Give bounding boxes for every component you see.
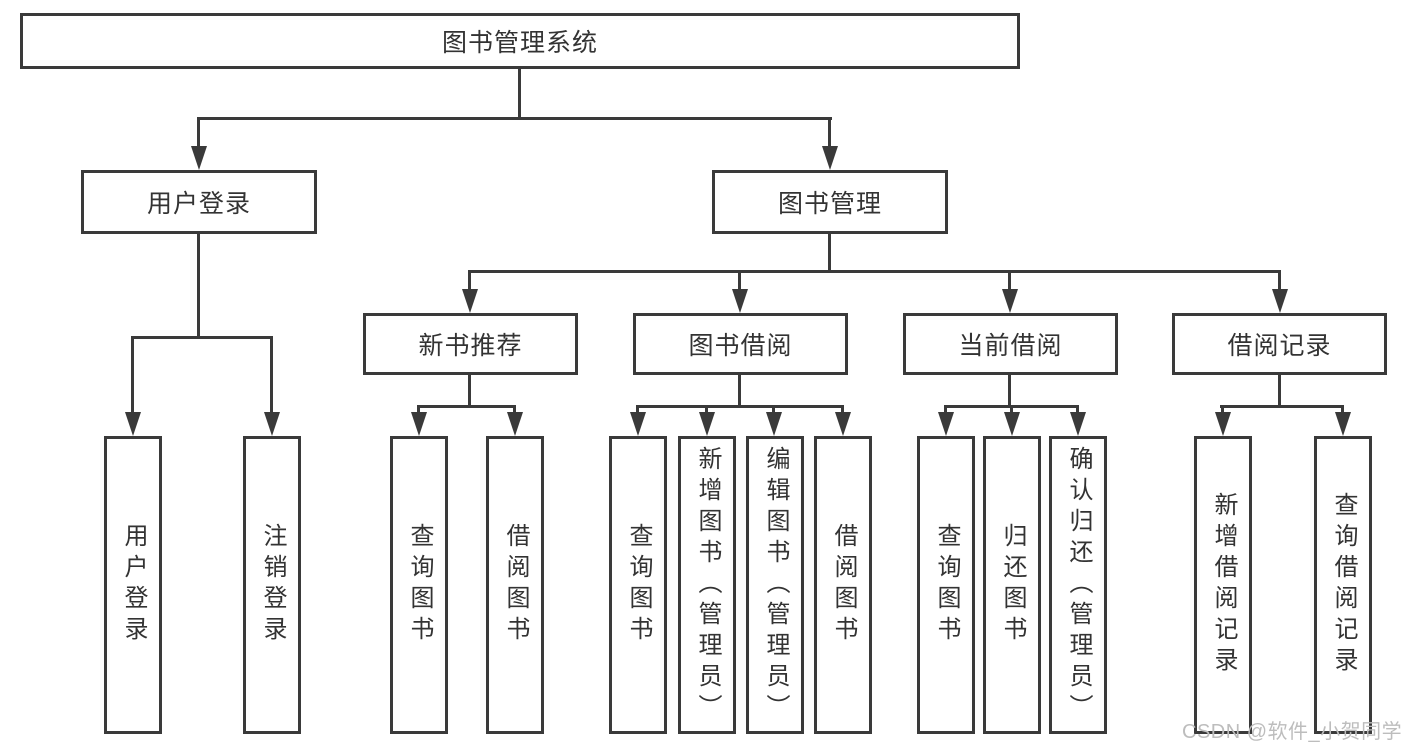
arrow-down-icon <box>1272 289 1288 313</box>
connector-line <box>772 405 775 414</box>
arrow-down-icon <box>1215 412 1231 436</box>
leaf-label: 归还图书 <box>999 523 1026 647</box>
node-borrowing-records: 借阅记录 <box>1172 313 1387 375</box>
leaf-recommend-query-books: 查询图书 <box>390 436 448 734</box>
arrow-down-icon <box>125 412 141 436</box>
connector-line <box>1076 405 1079 414</box>
leaf-label: 借阅图书 <box>830 523 857 647</box>
node-book-management: 图书管理 <box>712 170 948 234</box>
connector-line <box>828 117 831 148</box>
connector-line <box>131 336 273 339</box>
arrow-down-icon <box>507 412 523 436</box>
leaf-borrow-borrow-books: 借阅图书 <box>814 436 872 734</box>
arrow-down-icon <box>1070 412 1086 436</box>
arrow-down-icon <box>1335 412 1351 436</box>
arrow-down-icon <box>732 289 748 313</box>
connector-line <box>636 405 844 408</box>
node-user-login: 用户登录 <box>81 170 317 234</box>
leaf-label: 查询图书 <box>625 523 652 647</box>
leaf-logout: 注销登录 <box>243 436 301 734</box>
arrow-down-icon <box>411 412 427 436</box>
node-book-borrowing: 图书借阅 <box>633 313 848 375</box>
leaf-label: 确认归还（管理员） <box>1065 445 1092 725</box>
arrow-down-icon <box>462 289 478 313</box>
arrow-down-icon <box>630 412 646 436</box>
connector-line <box>1008 375 1011 406</box>
leaf-records-query-borrow-record: 查询借阅记录 <box>1314 436 1372 734</box>
leaf-borrow-add-book-admin: 新增图书（管理员） <box>678 436 736 734</box>
leaf-borrow-edit-book-admin: 编辑图书（管理员） <box>746 436 804 734</box>
connector-line <box>131 336 134 414</box>
connector-line <box>197 234 200 336</box>
connector-line <box>417 405 516 408</box>
leaf-current-confirm-return-admin: 确认归还（管理员） <box>1049 436 1107 734</box>
connector-line <box>468 270 1281 273</box>
connector-line <box>1278 270 1281 291</box>
node-new-book-recommendation: 新书推荐 <box>363 313 578 375</box>
leaf-borrow-query-books: 查询图书 <box>609 436 667 734</box>
arrow-down-icon <box>699 412 715 436</box>
connector-line <box>738 270 741 291</box>
connector-line <box>1010 405 1013 414</box>
node-library-system: 图书管理系统 <box>20 13 1020 69</box>
leaf-label: 注销登录 <box>259 523 286 647</box>
connector-line <box>705 405 708 414</box>
connector-line <box>518 69 521 117</box>
connector-line <box>468 270 471 291</box>
arrow-down-icon <box>822 146 838 170</box>
leaf-label: 用户登录 <box>120 523 147 647</box>
connector-line <box>270 336 273 414</box>
connector-line <box>828 234 831 272</box>
leaf-current-return-books: 归还图书 <box>983 436 1041 734</box>
leaf-label: 借阅图书 <box>502 523 529 647</box>
arrow-down-icon <box>938 412 954 436</box>
connector-line <box>417 405 420 414</box>
leaf-records-add-borrow-record: 新增借阅记录 <box>1194 436 1252 734</box>
connector-line <box>1221 405 1224 414</box>
connector-line <box>468 375 471 406</box>
arrow-down-icon <box>766 412 782 436</box>
node-current-borrowing: 当前借阅 <box>903 313 1118 375</box>
connector-line <box>944 405 947 414</box>
leaf-label: 新增借阅记录 <box>1210 492 1237 678</box>
leaf-current-query-books: 查询图书 <box>917 436 975 734</box>
leaf-label: 查询图书 <box>406 523 433 647</box>
leaf-label: 编辑图书（管理员） <box>762 445 789 725</box>
connector-line <box>1220 405 1343 408</box>
leaf-recommend-borrow-books: 借阅图书 <box>486 436 544 734</box>
arrow-down-icon <box>264 412 280 436</box>
arrow-down-icon <box>191 146 207 170</box>
connector-line <box>1341 405 1344 414</box>
connector-line <box>738 375 741 406</box>
arrow-down-icon <box>835 412 851 436</box>
connector-line <box>1278 375 1281 406</box>
leaf-user-login: 用户登录 <box>104 436 162 734</box>
leaf-label: 查询图书 <box>933 523 960 647</box>
connector-line <box>636 405 639 414</box>
arrow-down-icon <box>1004 412 1020 436</box>
connector-line <box>513 405 516 414</box>
connector-line <box>841 405 844 414</box>
connector-line <box>197 117 200 148</box>
connector-line <box>198 117 832 120</box>
leaf-label: 查询借阅记录 <box>1330 492 1357 678</box>
watermark-csdn: CSDN @软件_小贺同学 <box>1182 721 1403 743</box>
arrow-down-icon <box>1002 289 1018 313</box>
leaf-label: 新增图书（管理员） <box>694 445 721 725</box>
connector-line <box>1008 270 1011 291</box>
